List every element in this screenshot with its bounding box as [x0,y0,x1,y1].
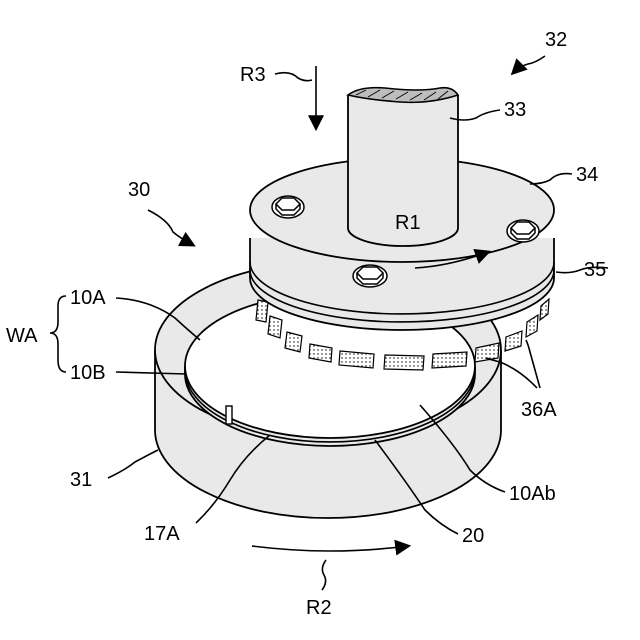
label-wafer-surface: 10Ab [509,483,556,505]
bolt-front-icon [353,265,387,287]
apparatus-arrow [513,56,545,73]
label-head: 34 [576,164,598,186]
bolt-left-icon [272,196,304,218]
label-notch: 17A [144,523,180,545]
label-head-rotation: R1 [395,212,421,234]
bolt-right-icon [507,220,539,242]
leader-34 [530,174,572,184]
label-apparatus: 32 [545,29,567,51]
label-plate: 35 [584,259,606,281]
label-assembly: 30 [128,179,150,201]
label-table-rotation: R2 [306,597,332,619]
notch-mark [226,406,232,424]
label-wafer-top: 10A [70,287,106,309]
leader-36a-1 [526,340,540,388]
label-wafer-bottom: 10B [70,362,106,384]
leader-31 [108,450,158,478]
assembly-arrow [148,210,193,245]
wa-brace [50,296,66,372]
table-rotation-arrow [252,546,408,551]
label-bond-layer: 20 [462,525,484,547]
leader-r2 [322,560,326,590]
label-shaft: 33 [504,99,526,121]
label-segments: 36A [521,399,557,421]
label-press-arrow: R3 [240,64,266,86]
leader-r3 [275,73,312,81]
label-wafer-stack: WA [6,325,38,347]
label-table: 31 [70,469,92,491]
